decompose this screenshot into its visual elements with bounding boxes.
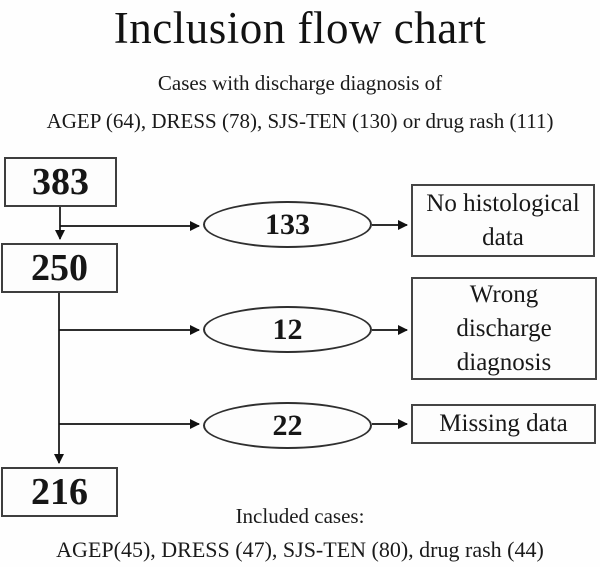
node-included-cases: 216 xyxy=(1,467,118,517)
excluded-count-22-value: 22 xyxy=(272,408,303,442)
exclusion-reason-2-label: Wrong discharge diagnosis xyxy=(456,280,552,376)
page-title: Inclusion flow chart xyxy=(113,3,487,53)
included-cases-heading: Included cases: xyxy=(235,504,365,528)
node-included-cases-value: 216 xyxy=(31,471,88,513)
included-cases-breakdown: AGEP(45), DRESS (47), SJS-TEN (80), drug… xyxy=(56,537,544,562)
excluded-count-22-ellipse: 22 xyxy=(203,402,372,449)
exclusion-reason-missing-data: Missing data xyxy=(411,404,596,444)
node-after-histology-value: 250 xyxy=(31,247,88,289)
node-total-cases: 383 xyxy=(4,157,117,207)
excluded-count-12-ellipse: 12 xyxy=(203,306,372,353)
excluded-count-12-value: 12 xyxy=(272,312,303,346)
exclusion-reason-3-label: Missing data xyxy=(439,410,568,437)
node-total-cases-value: 383 xyxy=(32,161,89,203)
subtitle-line-1: Cases with discharge diagnosis of xyxy=(157,71,443,95)
exclusion-reason-1-label: No histological data xyxy=(426,189,580,251)
node-after-histology-filter: 250 xyxy=(1,243,118,293)
excluded-count-133-value: 133 xyxy=(265,207,310,241)
exclusion-reason-no-histological-data: No histological data xyxy=(411,184,595,257)
exclusion-reason-wrong-discharge-diagnosis: Wrong discharge diagnosis xyxy=(411,277,597,380)
subtitle-line-2: AGEP (64), DRESS (78), SJS-TEN (130) or … xyxy=(46,109,554,133)
excluded-count-133-ellipse: 133 xyxy=(203,201,372,248)
